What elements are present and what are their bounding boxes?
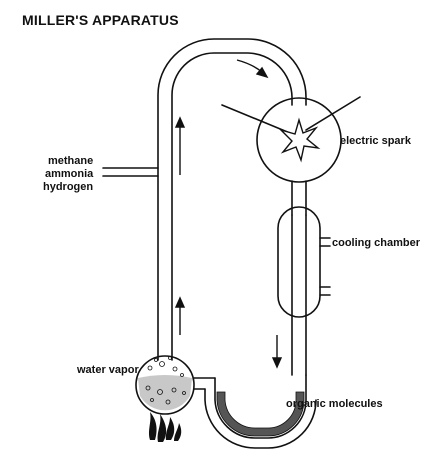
- electrode-right: [305, 96, 361, 131]
- gas-label-methane: methane: [48, 155, 94, 167]
- diagram-title: MILLER'S APPARATUS: [22, 12, 179, 28]
- spark-chamber: [256, 97, 342, 183]
- label-water-vapor: water vapor: [77, 364, 139, 376]
- spark-icon: [278, 117, 321, 163]
- u-trap-inner: [204, 388, 317, 449]
- water-flask: [135, 355, 195, 415]
- cooling-jacket: [277, 206, 321, 318]
- label-cooling-chamber: cooling chamber: [332, 237, 421, 249]
- tube-outer: [157, 38, 307, 361]
- gas-label-hydrogen: hydrogen: [43, 181, 94, 193]
- label-organic-molecules: organic molecules: [286, 398, 383, 410]
- u-trap-outer: [214, 374, 307, 439]
- tube-inner: [171, 52, 293, 361]
- flow-arrow-icon: [174, 59, 283, 369]
- organic-molecules-fill: [216, 391, 305, 437]
- label-electric-spark: electric spark: [340, 135, 411, 147]
- electrode-left: [221, 104, 291, 134]
- flame-icon: [149, 412, 182, 442]
- water-level: [138, 375, 192, 411]
- gas-label-ammonia: ammonia: [45, 168, 94, 180]
- water-bubbles: [145, 356, 186, 405]
